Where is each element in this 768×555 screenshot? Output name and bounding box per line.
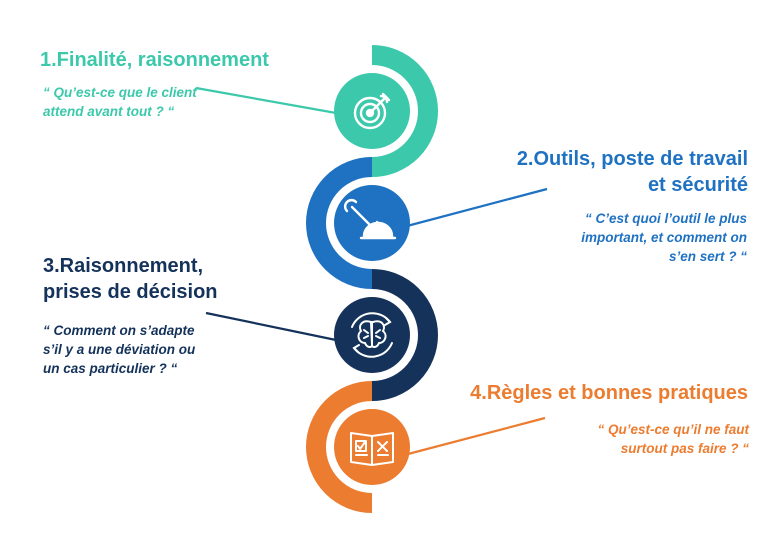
- step-4-title: 4.Règles et bonnes pratiques: [460, 380, 748, 406]
- arc-step-1: [371, 45, 438, 177]
- step-2-quote-line: “ C’est quoi l’outil le plus: [584, 211, 747, 226]
- book-rules-icon: [350, 432, 394, 466]
- leader-lines: [195, 86, 548, 456]
- leader-line-step-1: [195, 86, 337, 115]
- step-2-title: 2.Outils, poste de travail et sécurité: [440, 146, 748, 198]
- step-2-title-line: 2.Outils, poste de travail: [516, 148, 748, 170]
- step-4-quote: “ Qu’est-ce qu’il ne faut surtout pas fa…: [540, 420, 749, 458]
- step-1-quote-line: attend avant tout ? “: [43, 104, 175, 119]
- connector-arcs: [306, 45, 438, 513]
- target-icon: [353, 92, 391, 130]
- step-4-quote-line: “ Qu’est-ce qu’il ne faut: [597, 422, 749, 437]
- step-3-title-line: prises de décision: [43, 281, 218, 303]
- step-4-title-line: 4.Règles et bonnes pratiques: [470, 382, 748, 404]
- leader-line-step-2: [406, 187, 548, 228]
- leader-line-step-4: [407, 416, 546, 456]
- arc-step-2: [306, 157, 373, 289]
- step-3-quote-line: s’il y a une déviation ou: [43, 342, 196, 357]
- arc-step-4: [306, 381, 373, 513]
- step-2-quote: “ C’est quoi l’outil le plus important, …: [540, 209, 747, 266]
- leader-line-step-3: [205, 311, 337, 342]
- step-3-quote-line: un cas particulier ? “: [43, 361, 178, 376]
- step-3-title-line: 3.Raisonnement,: [43, 255, 204, 277]
- step-1-quote: “ Qu’est-ce que le client attend avant t…: [43, 83, 197, 121]
- wrench-helmet-icon: [344, 199, 397, 240]
- step-2-title-line: et sécurité: [647, 174, 748, 196]
- step-3-quote: “ Comment on s’adapte s’il y a une dévia…: [43, 321, 195, 378]
- step-3-title: 3.Raisonnement, prises de décision: [43, 253, 218, 305]
- brain-icon: [351, 312, 393, 358]
- step-1-quote-line: “ Qu’est-ce que le client: [43, 85, 197, 100]
- step-2-quote-line: s’en sert ? “: [668, 249, 747, 264]
- step-4-quote-line: surtout pas faire ? “: [620, 441, 749, 456]
- step-1-title-line: 1.Finalité, raisonnement: [40, 49, 269, 71]
- step-1-title: 1.Finalité, raisonnement: [40, 47, 269, 73]
- step-2-quote-line: important, et comment on: [581, 230, 747, 245]
- arc-step-3: [371, 269, 438, 401]
- step-3-quote-line: “ Comment on s’adapte: [43, 323, 195, 338]
